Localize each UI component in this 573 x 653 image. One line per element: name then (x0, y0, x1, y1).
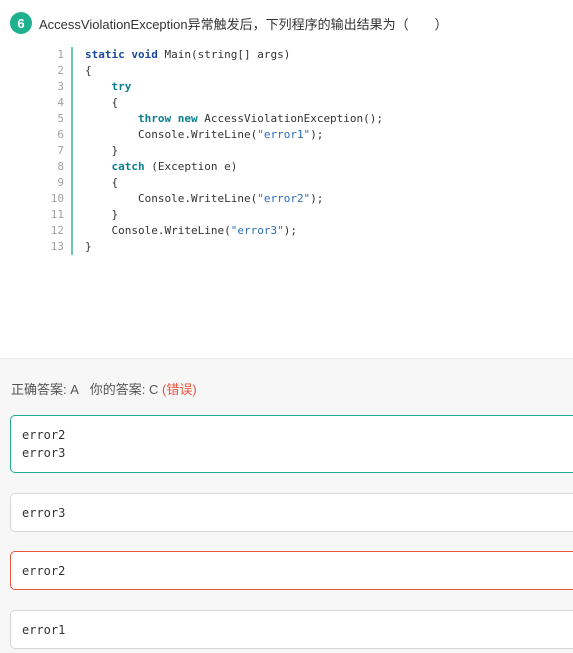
line-number: 8 (50, 159, 73, 175)
code-text: { (111, 96, 119, 109)
keyword: catch (111, 160, 145, 173)
option-text: error2 (22, 563, 66, 578)
code-block: 1 static void Main(string[] args) 2 { 3 … (50, 47, 450, 255)
your-answer-label: 你的答案: (89, 382, 149, 397)
line-number: 13 (50, 239, 73, 255)
code-line: 7 } (50, 143, 450, 159)
line-number: 4 (50, 95, 73, 111)
option-text: error1 (22, 622, 66, 637)
code-line: 12 Console.WriteLine("error3"); (50, 223, 450, 239)
question-title: AccessViolationException异常触发后，下列程序的输出结果为… (39, 16, 448, 32)
code-line: 11 } (50, 207, 450, 223)
option-text: error3 (22, 446, 66, 460)
option-d[interactable]: error1 (10, 610, 573, 649)
line-number: 12 (50, 223, 73, 239)
code-text: AccessViolationException(); (197, 112, 384, 125)
code-line: 2 { (50, 63, 450, 79)
line-code: } (73, 143, 119, 159)
code-line: 6 Console.WriteLine("error1"); (50, 127, 450, 143)
line-code: { (73, 175, 119, 191)
option-c[interactable]: error2 (10, 551, 573, 590)
line-number: 2 (50, 63, 73, 79)
string-literal: "error3" (230, 224, 284, 237)
code-text: { (85, 64, 92, 77)
code-text: Main(string[] args) (157, 48, 291, 61)
answer-status: (错误) (162, 382, 197, 397)
line-code: { (73, 95, 119, 111)
code-text: Console.WriteLine( (137, 192, 258, 205)
question-header: 6 AccessViolationException异常触发后，下列程序的输出结… (10, 12, 448, 34)
line-number: 9 (50, 175, 73, 191)
code-line: 10 Console.WriteLine("error2"); (50, 191, 450, 207)
line-number: 5 (50, 111, 73, 127)
code-text: ); (310, 192, 324, 205)
line-code: Console.WriteLine("error2"); (73, 191, 323, 207)
string-literal: "error2" (257, 192, 311, 205)
code-line: 13 } (50, 239, 450, 255)
code-text: Console.WriteLine( (137, 128, 258, 141)
option-b[interactable]: error3 (10, 493, 573, 532)
line-code: Console.WriteLine("error3"); (73, 223, 297, 239)
code-text: } (111, 208, 119, 221)
code-text: } (111, 144, 119, 157)
code-line: 4 { (50, 95, 450, 111)
code-line: 1 static void Main(string[] args) (50, 47, 450, 63)
code-text: ); (310, 128, 324, 141)
line-number: 6 (50, 127, 73, 143)
line-code: throw new AccessViolationException(); (73, 111, 383, 127)
line-number: 11 (50, 207, 73, 223)
code-text: { (111, 176, 119, 189)
option-a[interactable]: error2 error3 (10, 415, 573, 473)
correct-answer-label: 正确答案: (11, 382, 71, 397)
answer-summary: 正确答案: A 你的答案: C (错误) (11, 379, 197, 398)
code-line: 3 try (50, 79, 450, 95)
line-code: static void Main(string[] args) (73, 47, 290, 63)
line-code: } (73, 239, 92, 255)
code-line: 8 catch (Exception e) (50, 159, 450, 175)
question-number-badge: 6 (10, 12, 32, 34)
keyword: static (85, 48, 125, 61)
line-code: Console.WriteLine("error1"); (73, 127, 323, 143)
line-code: catch (Exception e) (73, 159, 238, 175)
keyword: try (111, 80, 132, 93)
line-number: 10 (50, 191, 73, 207)
code-text: Console.WriteLine( (111, 224, 231, 237)
option-text: error3 (22, 505, 66, 520)
code-text: (Exception e) (144, 160, 238, 173)
keyword: new (177, 112, 198, 125)
line-number: 7 (50, 143, 73, 159)
correct-answer-value: A (70, 382, 79, 397)
code-line: 9 { (50, 175, 450, 191)
code-text: ); (283, 224, 297, 237)
your-answer-value: C (148, 382, 159, 397)
code-line: 5 throw new AccessViolationException(); (50, 111, 450, 127)
line-code: try (73, 79, 132, 95)
code-text: } (85, 240, 92, 253)
keyword: void (131, 48, 158, 61)
string-literal: "error1" (257, 128, 311, 141)
option-text: error2 (22, 428, 66, 442)
line-code: } (73, 207, 119, 223)
line-number: 3 (50, 79, 73, 95)
line-number: 1 (50, 47, 73, 63)
keyword: throw (137, 112, 172, 125)
line-code: { (73, 63, 92, 79)
